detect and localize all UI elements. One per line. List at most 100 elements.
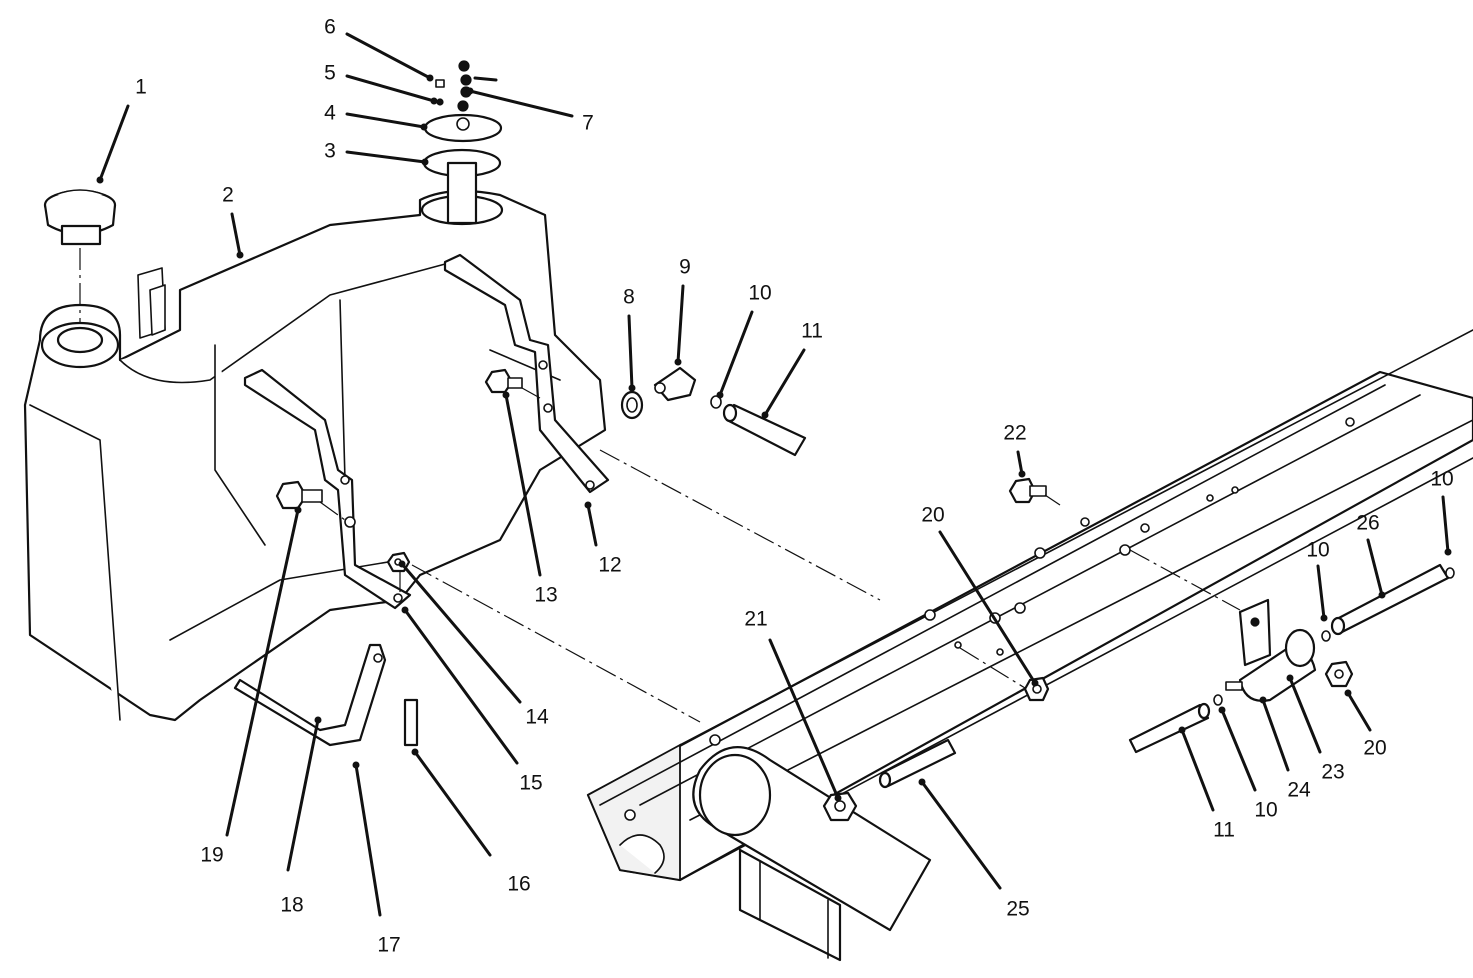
callout-number: 22	[1003, 422, 1026, 445]
front-strap	[243, 368, 412, 610]
callout-leader-dot	[834, 794, 842, 802]
callout-number: 11	[801, 320, 823, 343]
callout-c7: 7	[466, 87, 594, 135]
lower-bracket	[233, 643, 387, 747]
callout-number: 8	[623, 286, 635, 309]
callout-leader-line	[718, 310, 754, 397]
callout-leader-line	[938, 530, 1037, 685]
callout-number: 16	[507, 873, 530, 896]
cross-tube	[692, 746, 932, 962]
callout-c22: 22	[1003, 422, 1027, 478]
callout-leader-line	[354, 763, 382, 917]
callout-c23: 23	[1286, 674, 1345, 784]
callout-number: 10	[1306, 539, 1329, 562]
callout-number: 13	[534, 584, 557, 607]
callout-c20b: 20	[1344, 689, 1387, 760]
callout-leader-line	[504, 393, 542, 577]
hose-11-lower	[1128, 703, 1210, 754]
callout-number: 24	[1287, 779, 1311, 802]
callout-leader-line	[1288, 676, 1322, 754]
callout-leader-dot	[421, 158, 429, 166]
callout-leader-dot	[1378, 591, 1386, 599]
callout-c10c: 10	[1430, 468, 1454, 556]
fuel-sender-assembly	[420, 60, 504, 226]
callout-leader-dot	[411, 748, 419, 756]
callout-c20a: 20	[921, 504, 1039, 687]
hose-26	[1333, 563, 1450, 634]
callout-c1: 1	[96, 76, 147, 184]
sender-tube	[446, 161, 478, 225]
callout-number: 4	[324, 102, 336, 125]
callout-c18: 18	[280, 716, 322, 917]
callout-leader-dot	[628, 384, 636, 392]
elbow-fitting	[653, 366, 697, 402]
callout-number: 12	[598, 554, 621, 577]
fuel-line-parts	[620, 366, 1455, 789]
callout-leader-dot	[1444, 548, 1452, 556]
callout-leader-line	[1180, 728, 1215, 812]
callout-leader-dot	[1344, 689, 1352, 697]
callout-leader-dot	[1259, 696, 1267, 704]
callout-leader-dot	[352, 761, 360, 769]
callout-number: 25	[1006, 898, 1029, 921]
callout-c9: 9	[674, 256, 691, 366]
fuel-tank	[23, 189, 607, 722]
callout-leader-line	[286, 718, 320, 872]
callout-c5: 5	[324, 62, 438, 105]
callout-leader-dot	[918, 778, 926, 786]
callout-number: 21	[744, 608, 767, 631]
callout-c8: 8	[623, 286, 636, 392]
callout-number: 26	[1356, 512, 1379, 535]
callout-number: 5	[324, 62, 336, 85]
callout-c11a: 11	[761, 320, 823, 419]
callout-leader-dot	[398, 560, 406, 568]
callout-c19: 19	[200, 506, 302, 867]
callout-number: 20	[1363, 737, 1386, 760]
filter-bracket	[1238, 598, 1272, 667]
callout-number: 20	[921, 504, 944, 527]
callout-number: 10	[1430, 468, 1453, 491]
callout-number: 3	[324, 140, 336, 163]
callout-leader-line	[1441, 495, 1450, 554]
callout-number: 10	[748, 282, 771, 305]
callout-number: 15	[519, 772, 542, 795]
callout-c10b: 10	[1306, 539, 1330, 622]
callout-leader-dot	[314, 716, 322, 724]
callout-c11b: 11	[1178, 726, 1235, 842]
callout-leader-line	[1316, 564, 1326, 620]
callout-leader-line	[1220, 708, 1257, 792]
callout-c15: 15	[401, 606, 543, 795]
callout-c4: 4	[324, 102, 428, 131]
callout-c14: 14	[398, 560, 549, 729]
callout-leader-line	[768, 638, 840, 800]
callout-leader-line	[400, 562, 522, 704]
callout-c24: 24	[1259, 696, 1311, 802]
callout-number: 2	[222, 184, 234, 207]
rear-strap	[443, 253, 610, 494]
callout-leader-dot	[716, 391, 724, 399]
callout-c21: 21	[744, 608, 842, 802]
callout-number: 17	[377, 934, 400, 957]
callout-leader-dot	[466, 87, 474, 95]
callout-leader-line	[920, 780, 1002, 890]
callout-leader-line	[1261, 698, 1290, 772]
callout-leader-dot	[430, 97, 438, 105]
callout-leader-line	[627, 314, 634, 390]
callout-leader-dot	[1018, 470, 1026, 478]
fuel-filter-assembly	[1225, 598, 1317, 702]
bolt	[403, 698, 419, 747]
callout-c2: 2	[222, 184, 244, 259]
callout-c10d: 10	[1218, 706, 1278, 822]
callout-leader-dot	[1031, 679, 1039, 687]
callout-number: 19	[200, 844, 223, 867]
callout-leader-line	[345, 74, 436, 103]
callout-leader-dot	[502, 391, 510, 399]
callout-number: 6	[324, 16, 336, 39]
callout-leader-line	[345, 150, 427, 164]
assembly-centerlines	[319, 387, 1241, 723]
callout-leader-line	[225, 508, 300, 837]
callout-leader-dot	[294, 506, 302, 514]
frame-rail	[586, 329, 1473, 882]
callout-leader-line	[345, 112, 426, 129]
callout-leader-dot	[1286, 674, 1294, 682]
